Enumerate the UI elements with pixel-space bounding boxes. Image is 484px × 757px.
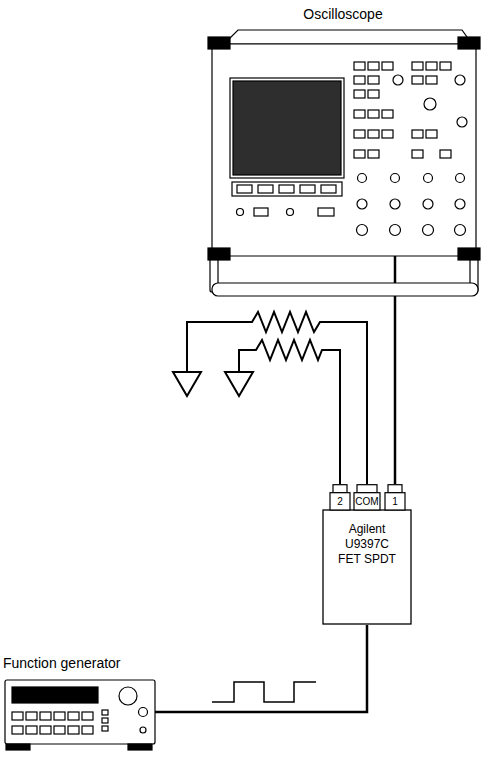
resistor-network: [173, 312, 367, 484]
function-generator-illustration: [5, 680, 164, 750]
node-text: Oscilloscope: [303, 6, 382, 23]
square-wave-symbol: [212, 682, 316, 702]
port-label: 2: [324, 496, 356, 508]
pin-name: 1: [392, 496, 398, 507]
oscilloscope: Oscilloscope: [205, 3, 481, 300]
ground-symbol: [225, 372, 253, 396]
text-block: Oscilloscope: [205, 5, 481, 23]
cable: [164, 625, 367, 712]
switch-body: [323, 510, 411, 624]
cable: [394, 300, 397, 484]
oscilloscope-illustration: [208, 30, 480, 300]
port-connector: [330, 485, 350, 510]
node-text: Function generator: [3, 655, 121, 672]
function-generator: Function generator: [3, 652, 164, 752]
resistor-symbol: [187, 312, 367, 484]
text-block: Function generator: [3, 654, 164, 672]
port-connector: [385, 485, 405, 510]
port-connector: [354, 485, 380, 510]
pin-name: COM: [355, 496, 378, 507]
node-text: Agilent U9397C FET SPDT: [334, 522, 400, 567]
port-label: 1: [379, 496, 411, 508]
pin-name: 2: [337, 496, 343, 507]
resistor-symbol: [239, 340, 340, 484]
ground-symbol: [173, 372, 201, 396]
port-label: COM: [351, 496, 383, 508]
text-block: Agilent U9397C FET SPDT: [322, 522, 412, 567]
